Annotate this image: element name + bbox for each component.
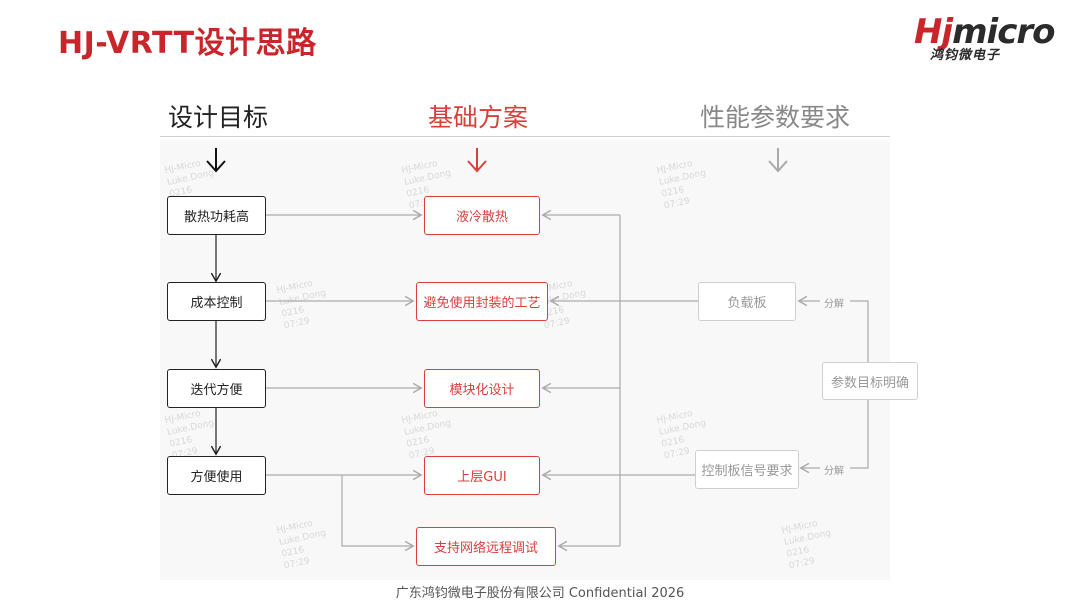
logo-subtitle: 鸿钧微电子 [930,48,1001,63]
solution-box-modular: 模块化设计 [424,369,540,408]
solution-box-no-package: 避免使用封装的工艺 [416,282,548,321]
page-title: HJ-VRTT设计思路 [58,26,317,61]
param-box-target: 参数目标明确 [822,362,918,400]
logo-wordmark: micro [952,12,1055,52]
solution-box-remote-debug: 支持网络远程调试 [416,527,556,566]
param-box-load-board: 负载板 [698,282,796,321]
split-label-1: 分解 [824,299,844,310]
goal-box-usability: 方便使用 [167,456,266,495]
column-heading-base: 基础方案 [428,103,529,132]
column-heading-goal: 设计目标 [168,103,269,132]
split-label-2: 分解 [824,466,844,477]
column-arrow-base [467,148,487,173]
solution-box-gui: 上层GUI [424,456,540,495]
solution-box-liquid-cooling: 液冷散热 [424,196,540,235]
column-heading-param: 性能参数要求 [700,103,851,132]
footer-confidential: 广东鸿钧微电子股份有限公司 Confidential 2026 [395,586,685,601]
goal-box-iteration: 迭代方便 [167,369,266,408]
goal-box-heat: 散热功耗高 [167,196,266,235]
goal-box-cost: 成本控制 [167,282,266,321]
column-arrow-param [768,148,788,173]
company-logo: Hjmicro [914,12,1055,52]
heading-divider [160,136,890,137]
column-arrow-goal [206,148,226,173]
logo-mark: Hj [914,12,953,52]
param-box-control-board: 控制板信号要求 [695,450,799,489]
